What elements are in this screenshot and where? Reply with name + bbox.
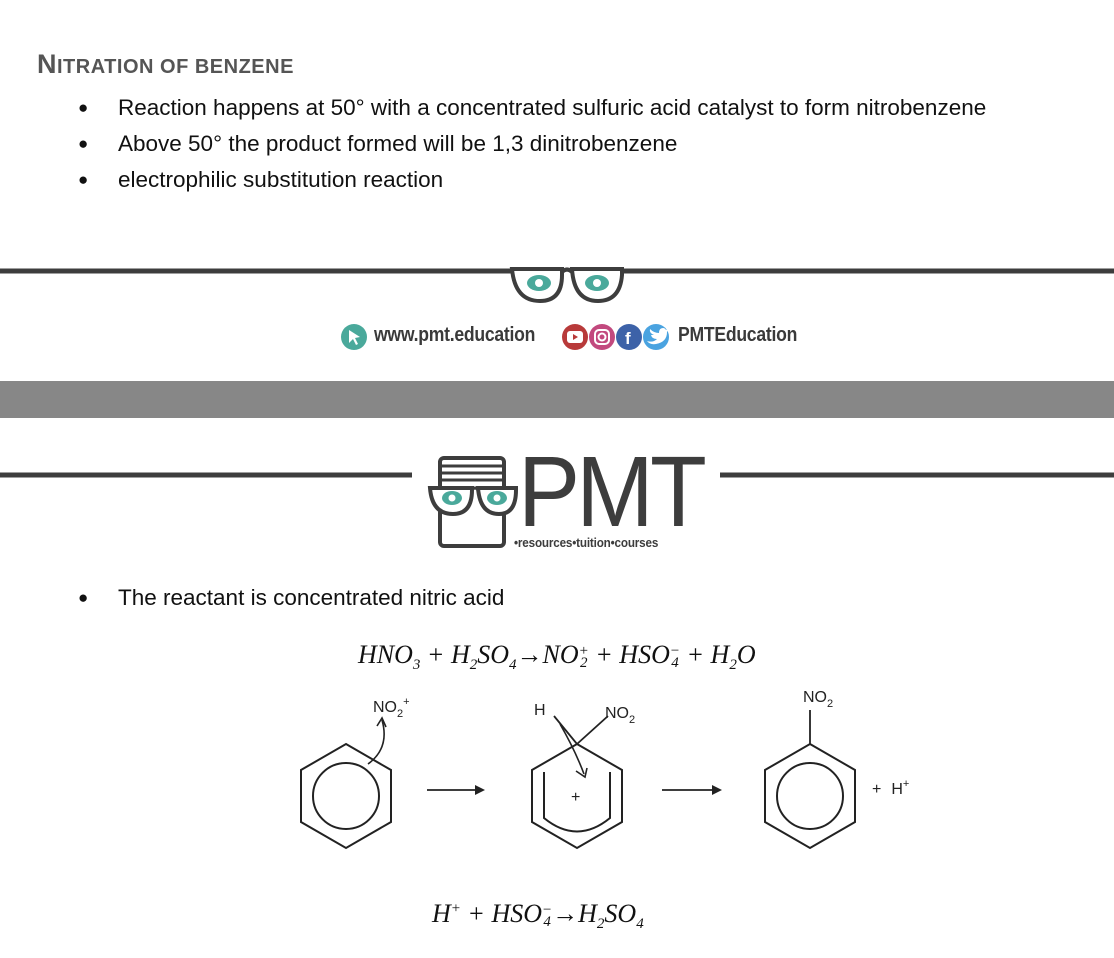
list-item: Reaction happens at 50° with a concentra…	[78, 90, 986, 126]
pmt-tagline: •resources•tuition•courses	[514, 535, 659, 550]
intermediate-charge: +	[571, 789, 580, 806]
twitter-icon	[643, 324, 669, 350]
byproduct-label: +H+	[872, 778, 909, 798]
svg-text:f: f	[625, 329, 631, 348]
intermediate-h-label: H	[534, 702, 546, 719]
list-item: Above 50° the product formed will be 1,3…	[78, 126, 986, 162]
book-logo-icon	[427, 456, 518, 548]
youtube-icon	[562, 324, 588, 350]
bullet-list-2: The reactant is concentrated nitric acid	[78, 580, 504, 616]
intermediate-no2-label: NO2	[605, 705, 635, 726]
cursor-icon	[341, 324, 367, 350]
list-item: The reactant is concentrated nitric acid	[78, 580, 504, 616]
list-item: electrophilic substitution reaction	[78, 162, 986, 198]
equation-catalyst-regeneration: H+ + HSO−4→H2SO4	[432, 899, 644, 933]
page-separator	[0, 381, 1114, 418]
nitrobenzene-ring	[764, 710, 856, 850]
glasses-icon	[509, 267, 624, 304]
section-heading: NITRATION OF BENZENE	[37, 49, 294, 80]
heading-initial: N	[37, 49, 57, 79]
mechanism-diagram: NO2+ H NO2 + NO2 +H+	[300, 689, 909, 850]
curly-arrow-2	[559, 723, 585, 775]
product-no2-label: NO2	[803, 689, 833, 710]
benzene-ring	[300, 742, 392, 850]
page-footer: f	[0, 267, 1114, 350]
facebook-icon: f	[616, 324, 642, 350]
page-header	[0, 456, 1114, 548]
equation-nitronium-formation: HNO3 + H2SO4→NO+2 + HSO−4 + H2O	[358, 640, 756, 674]
arenium-intermediate	[531, 715, 623, 850]
nitronium-label: NO2+	[373, 696, 410, 720]
bullet-list: Reaction happens at 50° with a concentra…	[78, 90, 986, 198]
pmt-logo-text: PMT	[518, 436, 707, 548]
heading-rest: ITRATION OF BENZENE	[57, 56, 294, 78]
curly-arrow	[367, 719, 385, 765]
arrow-head	[376, 716, 387, 728]
instagram-icon	[589, 324, 615, 350]
footer-website-link[interactable]: www.pmt.education	[374, 324, 536, 346]
footer-social-handle[interactable]: PMTEducation	[678, 324, 798, 346]
